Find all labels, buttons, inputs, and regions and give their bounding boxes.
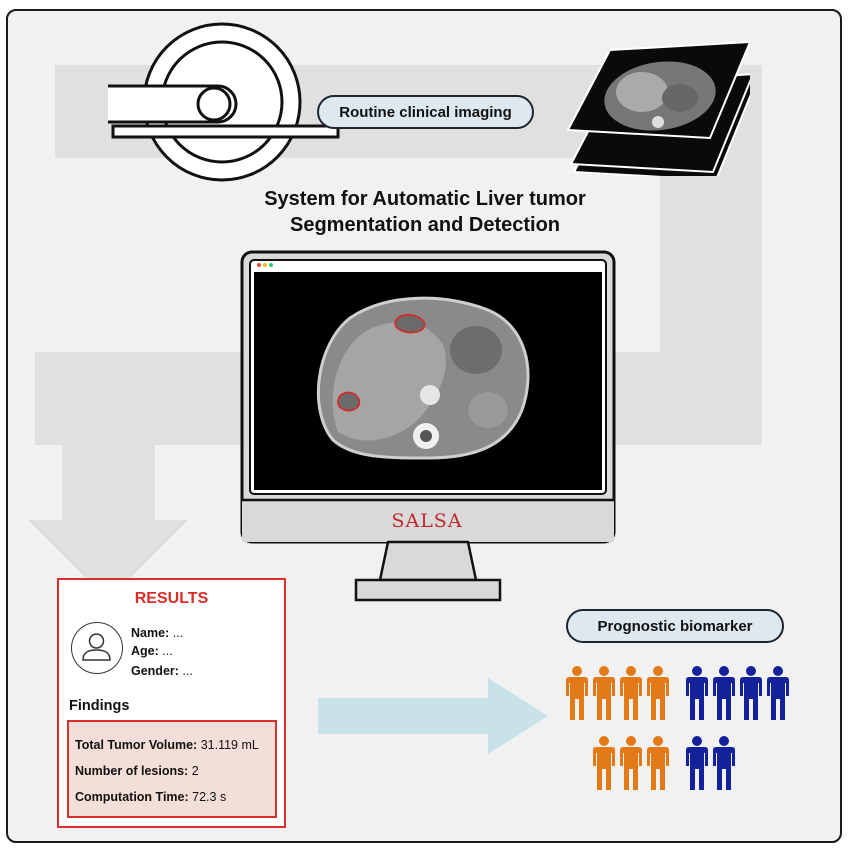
results-title: RESULTS bbox=[134, 590, 209, 607]
person-icon-blue bbox=[713, 666, 735, 720]
age-label: Age: bbox=[131, 644, 159, 658]
findings-label: Findings bbox=[69, 698, 130, 714]
patient-name: Name: ... bbox=[131, 626, 183, 640]
name-value: ... bbox=[172, 626, 184, 640]
person-icon-blue bbox=[767, 666, 789, 720]
person-icon-blue bbox=[740, 666, 762, 720]
person-icon-orange bbox=[620, 666, 642, 720]
routine-imaging-label: Routine clinical imaging bbox=[339, 103, 512, 121]
person-icon-orange bbox=[593, 736, 615, 790]
system-title: System for Automatic Liver tumor Segment… bbox=[225, 186, 625, 238]
person-icon-orange bbox=[647, 666, 669, 720]
tumor-outline-1 bbox=[394, 314, 426, 334]
routine-imaging-pill: Routine clinical imaging bbox=[317, 95, 534, 129]
patient-age: Age: ... bbox=[131, 644, 173, 658]
person-icon-blue bbox=[686, 666, 708, 720]
window-min-dot bbox=[263, 263, 267, 267]
gender-value: ... bbox=[182, 664, 193, 678]
findings-box: Total Tumor Volume: 31.119 mL Number of … bbox=[67, 720, 277, 818]
system-title-line2: Segmentation and Detection bbox=[289, 214, 561, 236]
person-icon-orange bbox=[647, 736, 669, 790]
results-card: RESULTS Name: ... Age: ... Gender: ... F… bbox=[57, 578, 286, 828]
tumor-volume-row: Total Tumor Volume: 31.119 mL bbox=[75, 738, 259, 752]
person-icon-orange bbox=[566, 666, 588, 720]
person-icon-blue bbox=[686, 736, 708, 790]
tumor-volume-value: 31.119 mL bbox=[200, 738, 259, 752]
monitor-icon bbox=[240, 250, 616, 602]
tumor-volume-label: Total Tumor Volume: bbox=[75, 738, 198, 752]
ct-slice-stack bbox=[566, 40, 750, 176]
salsa-brand-label: SALSA bbox=[391, 510, 463, 532]
age-value: ... bbox=[162, 644, 173, 658]
people-groups bbox=[566, 666, 789, 790]
lesion-count-value: 2 bbox=[191, 764, 199, 778]
ct-scan-image bbox=[316, 296, 530, 460]
prognostic-biomarker-pill: Prognostic biomarker bbox=[566, 609, 784, 643]
flow-arrow-down bbox=[28, 352, 188, 600]
person-icon-orange bbox=[620, 736, 642, 790]
window-close-dot bbox=[257, 263, 261, 267]
result-arrow bbox=[318, 678, 548, 754]
patient-gender: Gender: ... bbox=[131, 664, 193, 678]
computation-time-value: 72.3 s bbox=[192, 790, 227, 804]
computation-time-row: Computation Time: 72.3 s bbox=[75, 790, 226, 804]
person-icon-blue bbox=[713, 736, 735, 790]
name-label: Name: bbox=[131, 626, 170, 640]
computation-time-label: Computation Time: bbox=[75, 790, 189, 804]
lesion-count-row: Number of lesions: 2 bbox=[75, 764, 199, 778]
user-icon bbox=[71, 622, 123, 674]
window-max-dot bbox=[269, 263, 273, 267]
ct-scanner-icon bbox=[108, 22, 340, 182]
system-title-line1: System for Automatic Liver tumor bbox=[264, 188, 586, 210]
prognostic-biomarker-label: Prognostic biomarker bbox=[597, 617, 753, 635]
person-icon-orange bbox=[593, 666, 615, 720]
tumor-outline-2 bbox=[337, 391, 361, 412]
lesion-count-label: Number of lesions: bbox=[75, 764, 189, 778]
gender-label: Gender: bbox=[131, 664, 179, 678]
